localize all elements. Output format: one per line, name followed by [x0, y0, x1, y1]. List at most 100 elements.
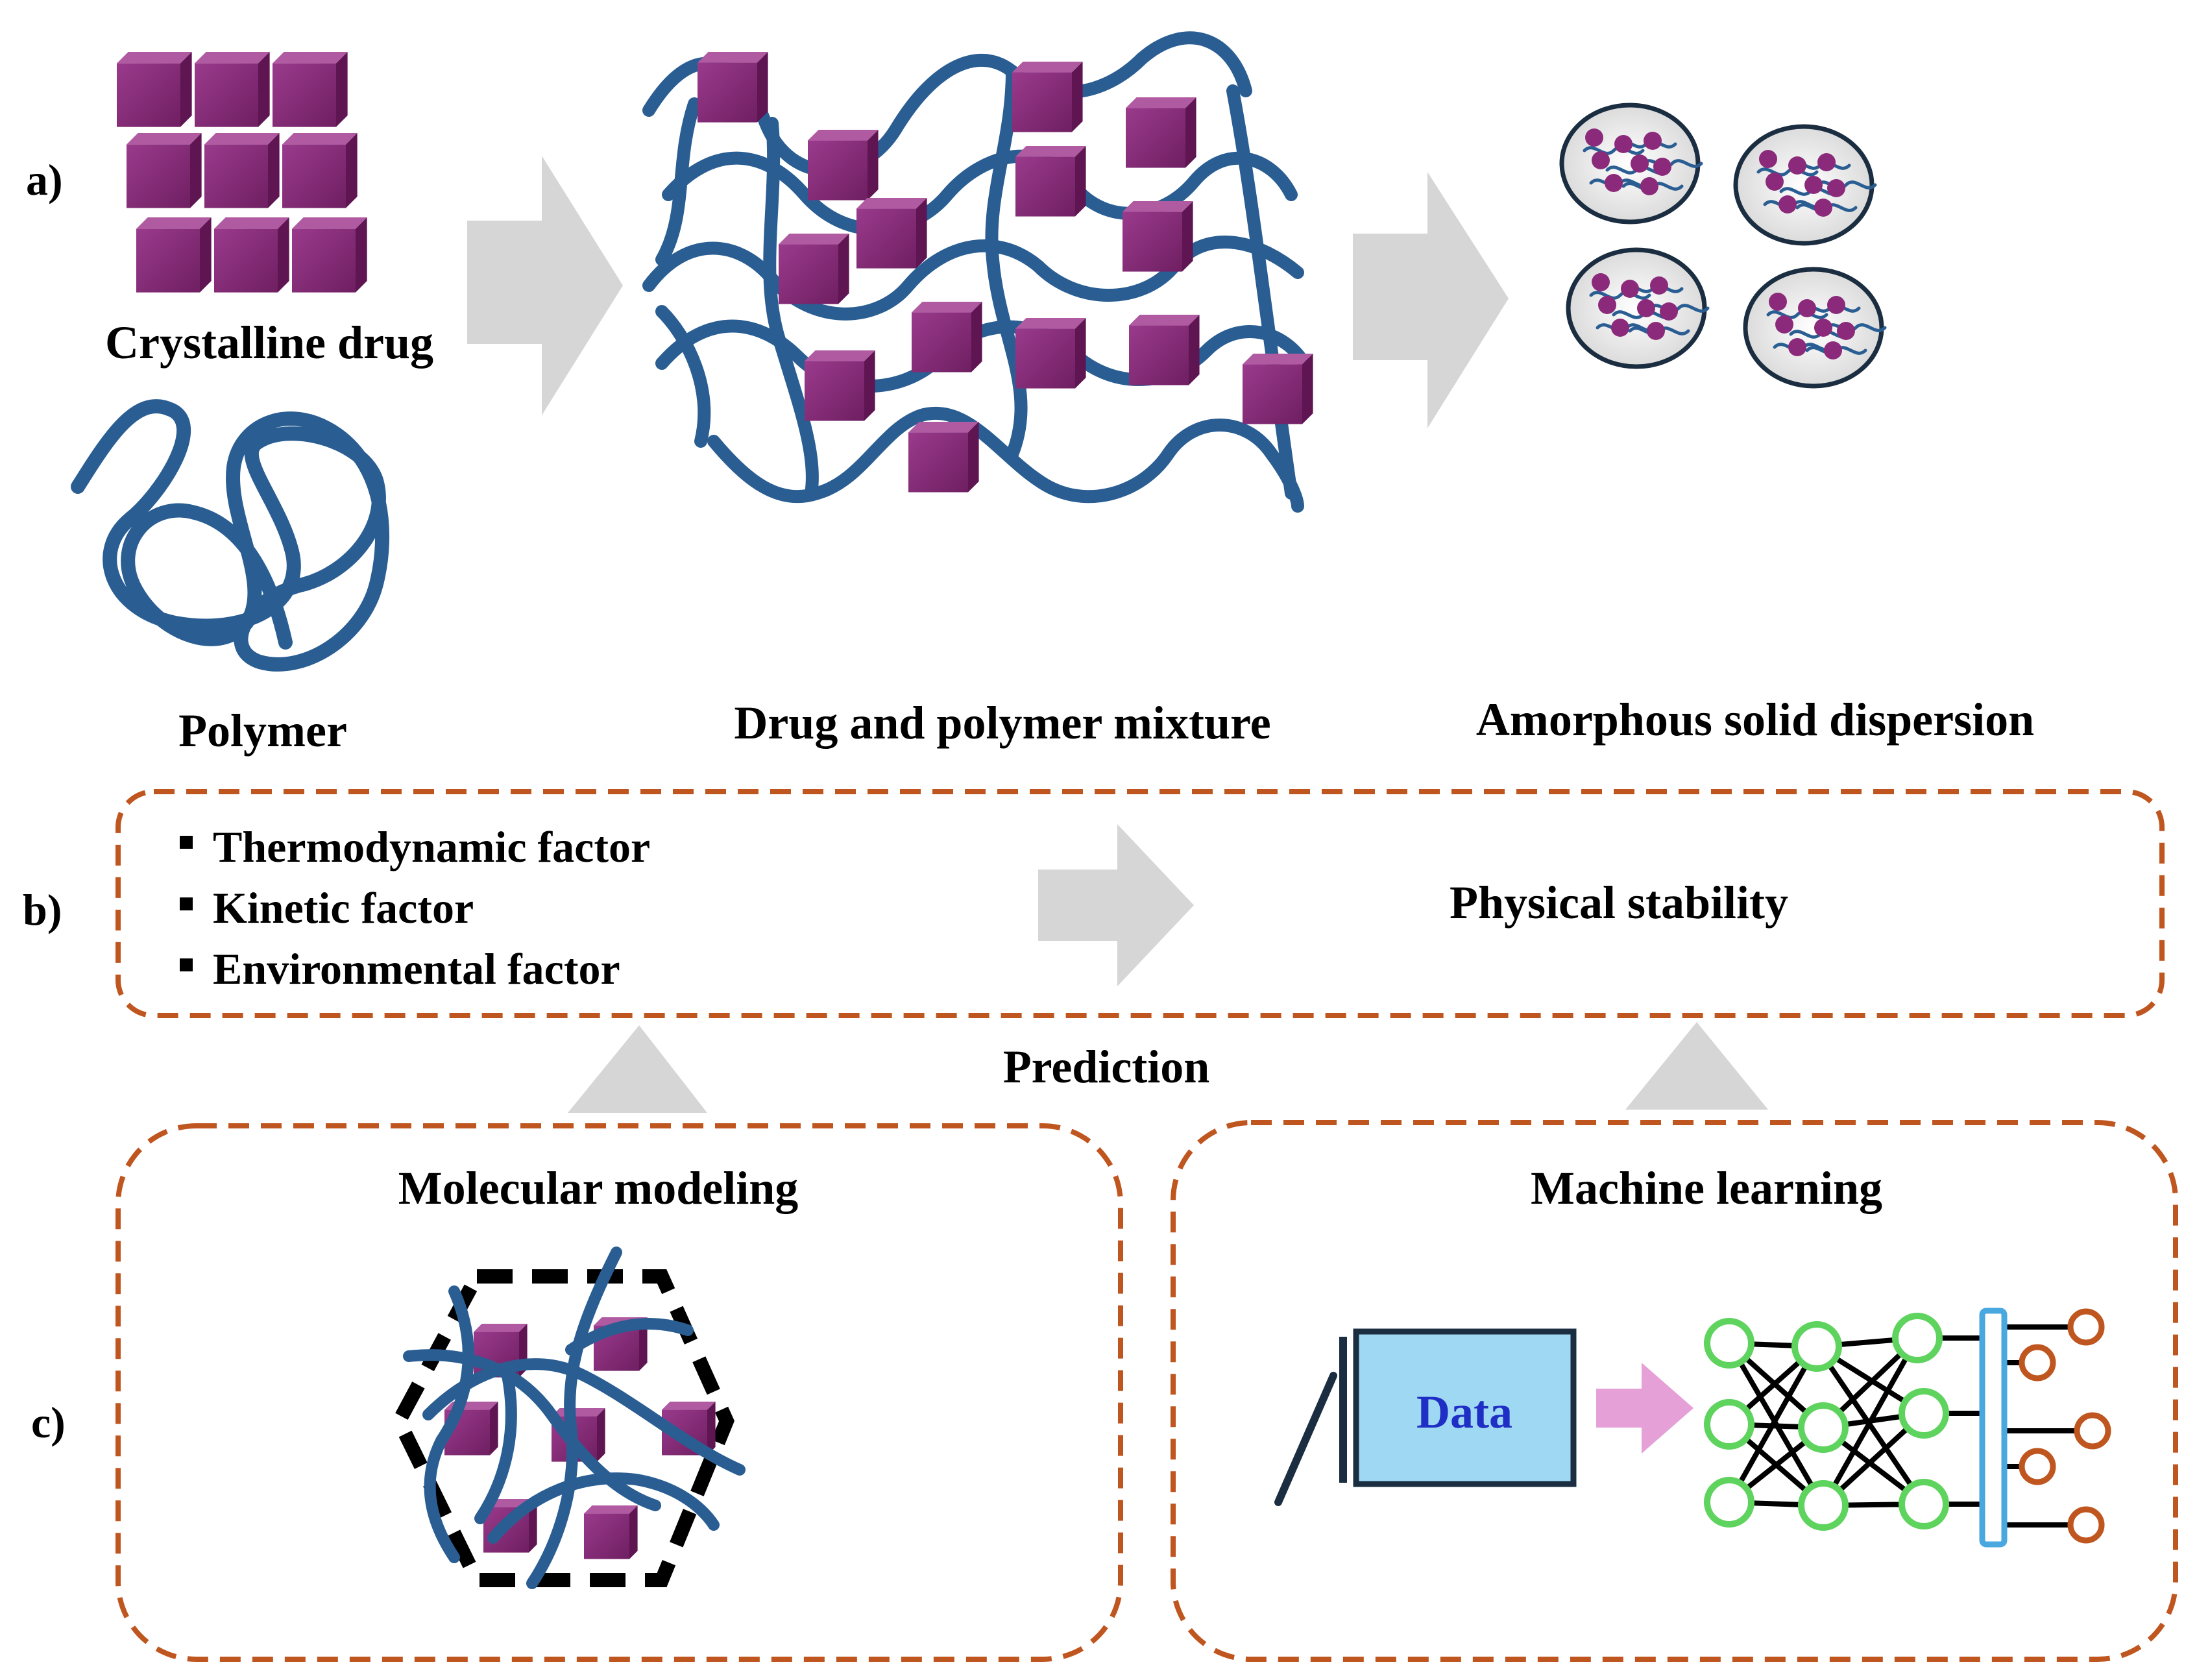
- drug-cube: [912, 302, 982, 372]
- drug-cube: [127, 133, 202, 208]
- drug-cube: [136, 217, 212, 293]
- data-display: Data: [1274, 1328, 1577, 1506]
- drug-molecule: [1592, 151, 1610, 169]
- machine-learning-label: Machine learning: [1531, 1162, 1882, 1214]
- nn-node: [1798, 1480, 1849, 1531]
- nn-edge: [1727, 1345, 1819, 1503]
- drug-molecule: [1827, 296, 1845, 314]
- drug-molecule: [1827, 179, 1845, 197]
- nn-node: [1892, 1313, 1943, 1363]
- drug-cube: [779, 234, 849, 304]
- prediction-arrow-right: [1625, 1022, 1768, 1110]
- drug-molecule: [1605, 174, 1623, 192]
- bullet-icon: [180, 836, 193, 849]
- factor-list: Thermodynamic factor Kinetic factor Envi…: [180, 822, 650, 993]
- drug-molecule: [1611, 319, 1629, 337]
- drug-molecule: [1621, 280, 1639, 298]
- drug-cube: [1123, 201, 1193, 272]
- drug-cube: [214, 217, 289, 293]
- molecular-modeling-label: Molecular modeling: [398, 1162, 799, 1214]
- nn-output-node: [2067, 1506, 2105, 1544]
- crystalline-drug-grid: [117, 52, 367, 293]
- drug-cube: [856, 198, 927, 269]
- drug-molecule: [1814, 319, 1832, 337]
- drug-molecule: [1814, 199, 1832, 217]
- polymer-strand: [1825, 323, 1887, 332]
- drug-molecule: [1769, 293, 1787, 311]
- drug-molecule: [1788, 338, 1806, 356]
- drug-molecule: [1647, 322, 1665, 340]
- nn-output-node: [2067, 1308, 2105, 1346]
- nn-node: [1899, 1479, 1949, 1529]
- nn-output-node: [2074, 1412, 2111, 1450]
- factor-kinetic: Kinetic factor: [213, 883, 474, 932]
- drug-cube: [805, 350, 875, 421]
- drug-molecule: [1653, 158, 1671, 176]
- mixture-label: Drug and polymer mixture: [734, 697, 1270, 749]
- drug-molecule: [1614, 135, 1633, 153]
- factor-environmental: Environmental factor: [213, 944, 620, 993]
- polymer-strand: [1756, 167, 1819, 177]
- drug-molecule: [1759, 150, 1777, 168]
- panel-b-box: [115, 789, 2165, 1018]
- drug-molecule: [1804, 176, 1823, 194]
- panel-c-label: c): [31, 1398, 66, 1447]
- polymer-strand: [1815, 180, 1877, 189]
- polymer-coil: [71, 399, 390, 672]
- drug-molecule: [1644, 132, 1662, 150]
- data-to-network-arrow: [1596, 1363, 1693, 1454]
- machine-learning-box: [1171, 1120, 2178, 1662]
- prediction-arrow-left: [568, 1025, 707, 1113]
- simulation-polymer-chains: [403, 1247, 746, 1589]
- drug-molecule: [1637, 299, 1655, 317]
- polymer-strand: [1589, 291, 1651, 300]
- nn-node: [1704, 1399, 1754, 1450]
- factor-thermodynamic: Thermodynamic factor: [213, 822, 650, 871]
- drug-molecule: [1766, 173, 1784, 191]
- asd-particles: [1559, 103, 1887, 389]
- bullet-icon: [180, 897, 193, 910]
- process-arrow-2: [1353, 172, 1509, 428]
- drug-molecule: [1788, 156, 1806, 175]
- nn-node: [1798, 1402, 1849, 1453]
- nn-output-node: [2019, 1344, 2056, 1382]
- drug-molecule: [1798, 299, 1816, 317]
- drug-cube: [1129, 315, 1200, 385]
- crystalline-drug-label: Crystalline drug: [105, 317, 433, 369]
- bullet-icon: [180, 958, 193, 971]
- asd-particle: [1559, 103, 1703, 225]
- neural-network: [1704, 1308, 2111, 1548]
- drug-molecule: [1824, 341, 1842, 359]
- asd-particle: [1733, 124, 1877, 246]
- drug-molecule: [1592, 273, 1610, 291]
- panel-b-label: b): [23, 885, 62, 934]
- polymer-label: Polymer: [178, 705, 347, 757]
- panel-a-label: a): [26, 155, 63, 204]
- factors-to-stability-arrow: [1038, 824, 1194, 986]
- drug-molecule: [1778, 195, 1797, 213]
- drug-cube: [1015, 318, 1086, 389]
- drug-cube: [1015, 146, 1086, 217]
- drug-cube: [584, 1505, 638, 1559]
- nn-output-bar: [1979, 1308, 2008, 1548]
- display-stand: [1274, 1372, 1337, 1506]
- drug-cube: [1012, 62, 1083, 132]
- drug-cube: [1243, 354, 1313, 424]
- data-box-label: Data: [1416, 1386, 1512, 1438]
- drug-cube: [117, 52, 192, 127]
- prediction-label: Prediction: [1003, 1041, 1210, 1093]
- drug-molecule: [1650, 276, 1668, 295]
- nn-node: [1704, 1477, 1754, 1528]
- mixture-drug-cubes: [698, 52, 1313, 493]
- process-arrow-1: [467, 156, 623, 415]
- asd-particle: [1743, 267, 1887, 389]
- nn-node: [1791, 1321, 1842, 1372]
- polymer-strand: [1641, 159, 1703, 168]
- drug-cube: [292, 217, 367, 293]
- drug-molecule: [1817, 153, 1836, 171]
- polymer-strand: [1766, 310, 1828, 319]
- nn-edge: [1821, 1337, 1920, 1507]
- drug-cube: [908, 422, 979, 493]
- drug-molecule: [1837, 322, 1855, 340]
